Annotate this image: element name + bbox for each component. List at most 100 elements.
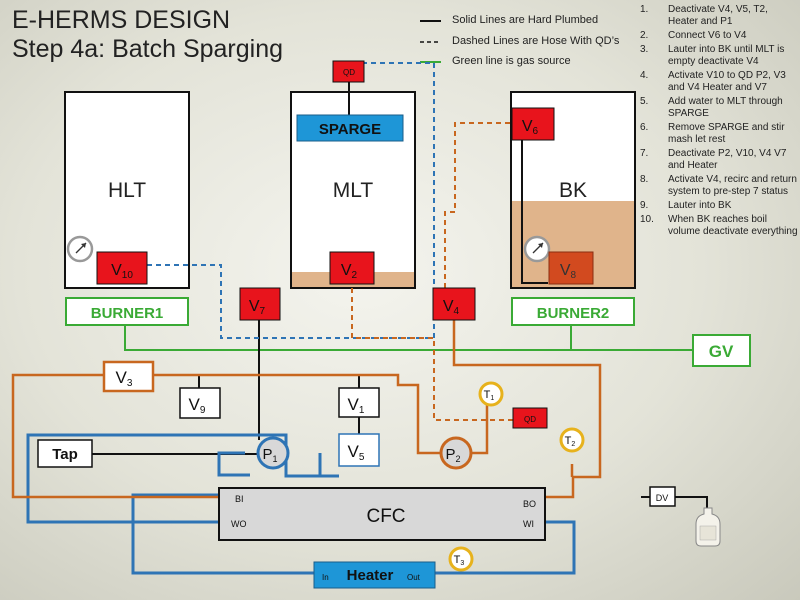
sparge-label: SPARGE <box>319 121 381 138</box>
diagram-subtitle: Step 4a: Batch Sparging <box>12 35 284 63</box>
burner1[interactable] <box>65 297 189 326</box>
hlt-gauge-icon <box>66 235 94 263</box>
step-text: Remove SPARGE and stir mash let rest <box>668 122 785 145</box>
step-number: 10. <box>640 214 654 225</box>
burner2-label: BURNER2 <box>537 305 610 322</box>
step-number: 7. <box>640 148 649 159</box>
temp-sensor-t3-icon[interactable] <box>448 546 474 572</box>
temp-sensor-t2-label: T2 <box>565 435 576 448</box>
qd-pump-connector[interactable] <box>512 407 548 429</box>
pump-p1-icon[interactable] <box>256 436 290 470</box>
valve-v4[interactable] <box>432 287 476 321</box>
legend-green-text: Green line is gas source <box>452 55 571 67</box>
sparge-arm[interactable] <box>296 114 404 142</box>
valve-v3[interactable] <box>102 360 155 393</box>
dv-label: DV <box>656 493 669 503</box>
qd-pump-label: QD <box>524 415 536 424</box>
valve-v1[interactable] <box>338 387 380 418</box>
valve-v10[interactable] <box>96 251 148 285</box>
hose-lines <box>11 318 602 499</box>
step-number: 3. <box>640 44 649 55</box>
valve-v5-label: V5 <box>348 442 365 463</box>
valve-v7-label: V7 <box>249 298 266 317</box>
step-text: Add water to MLT through SPARGE <box>668 96 783 119</box>
valve-v10-label: V10 <box>111 262 133 281</box>
mlt-label: MLT <box>333 179 374 202</box>
valve-v1-label: V1 <box>348 395 365 416</box>
cfc-port-wi: WI <box>523 519 534 529</box>
steps-list: 1. Deactivate V4, V5, T2, Heater and P1 2.… <box>640 4 798 240</box>
cfc-port-wo: WO <box>231 519 247 529</box>
hlt-label: HLT <box>108 179 146 202</box>
heater-in-label: In <box>322 573 329 582</box>
cfc-label: CFC <box>366 506 405 527</box>
step-item: 8.Activate V4, recirc and return system … <box>640 174 798 198</box>
pump-p2-label: P2 <box>445 446 460 464</box>
step-text: When BK reaches boil volume deactivate e… <box>668 214 798 237</box>
valve-v6-label: V6 <box>522 118 539 137</box>
dv-valve[interactable] <box>649 486 676 507</box>
step-number: 2. <box>640 30 649 41</box>
valve-v8-label: V8 <box>560 262 577 281</box>
step-text: Deactivate P2, V10, V4 V7 and Heater <box>668 148 787 171</box>
step-text: Lauter into BK until MLT is empty deacti… <box>668 44 785 67</box>
step-number: 4. <box>640 70 649 81</box>
qd-sparge-label: QD <box>343 68 355 77</box>
step-item: 2. Connect V6 to V4 <box>640 30 798 42</box>
valve-v5[interactable] <box>338 433 380 467</box>
step-item: 10. When BK reaches boil volume deactivat… <box>640 214 798 238</box>
cfc-chiller[interactable] <box>218 487 546 541</box>
tap-label: Tap <box>52 446 78 463</box>
valve-v9-label: V9 <box>189 395 206 416</box>
temp-sensor-t1-label: T1 <box>484 389 495 402</box>
heater[interactable] <box>313 561 436 589</box>
water-loop <box>26 433 576 575</box>
burner2[interactable] <box>511 297 635 326</box>
legend-solid-text: Solid Lines are Hard Plumbed <box>452 14 599 26</box>
step-item: 4.Activate V10 to QD P2, V3 and V4 Heate… <box>640 70 798 94</box>
valve-v3-label: V3 <box>116 368 133 389</box>
step-number: 8. <box>640 174 649 185</box>
legend-dashed-text: Dashed Lines are Hose With QD’s <box>452 35 620 47</box>
cfc-port-bo: BO <box>523 499 536 509</box>
temp-sensor-t2-icon[interactable] <box>559 427 585 453</box>
burner1-label: BURNER1 <box>91 305 164 322</box>
gas-line <box>124 325 693 351</box>
valve-v6[interactable] <box>511 107 555 141</box>
gas-valve-label: GV <box>709 342 734 361</box>
step-number: 1. <box>640 4 649 15</box>
step-item: 5.Add water to MLT through SPARGE <box>640 96 798 120</box>
gas-valve-gv[interactable] <box>692 334 751 367</box>
bk-label: BK <box>559 179 587 202</box>
pump-p2-icon[interactable] <box>439 436 473 470</box>
valve-v4-label: V4 <box>443 298 460 317</box>
step-item: 9. Lauter into BK <box>640 200 798 212</box>
qd-sparge-connector[interactable] <box>332 60 365 83</box>
pump-p1-label: P1 <box>262 446 277 464</box>
temp-sensor-t3-label: T3 <box>454 554 465 567</box>
valve-v2[interactable] <box>329 251 375 285</box>
step-text: Deactivate V4, V5, T2, Heater and P1 <box>668 4 768 27</box>
valve-v7[interactable] <box>239 287 281 321</box>
heater-out-label: Out <box>407 573 421 582</box>
qd-hoses <box>147 62 513 421</box>
step-item: 6. Remove SPARGE and stir mash let rest <box>640 122 798 146</box>
temp-sensor-t1-icon[interactable] <box>478 381 504 407</box>
carboy-icon <box>695 507 721 547</box>
bk-gauge-icon <box>523 235 551 263</box>
valve-v8[interactable] <box>548 251 594 285</box>
diagram-title: E-HERMS DESIGN <box>12 6 231 34</box>
valve-v9[interactable] <box>179 387 221 419</box>
cfc-port-bi: BI <box>235 494 244 504</box>
step-item: 3. Lauter into BK until MLT is empty deac… <box>640 44 798 68</box>
tap-valve[interactable] <box>37 439 93 468</box>
step-number: 6. <box>640 122 649 133</box>
step-text: Lauter into BK <box>668 200 732 211</box>
step-item: 1. Deactivate V4, V5, T2, Heater and P1 <box>640 4 798 28</box>
step-number: 9. <box>640 200 649 211</box>
step-item: 7. Deactivate P2, V10, V4 V7 and Heater <box>640 148 798 172</box>
step-text: Connect V6 to V4 <box>668 30 747 41</box>
valve-v2-label: V2 <box>341 262 358 281</box>
heater-label: Heater <box>347 567 394 584</box>
